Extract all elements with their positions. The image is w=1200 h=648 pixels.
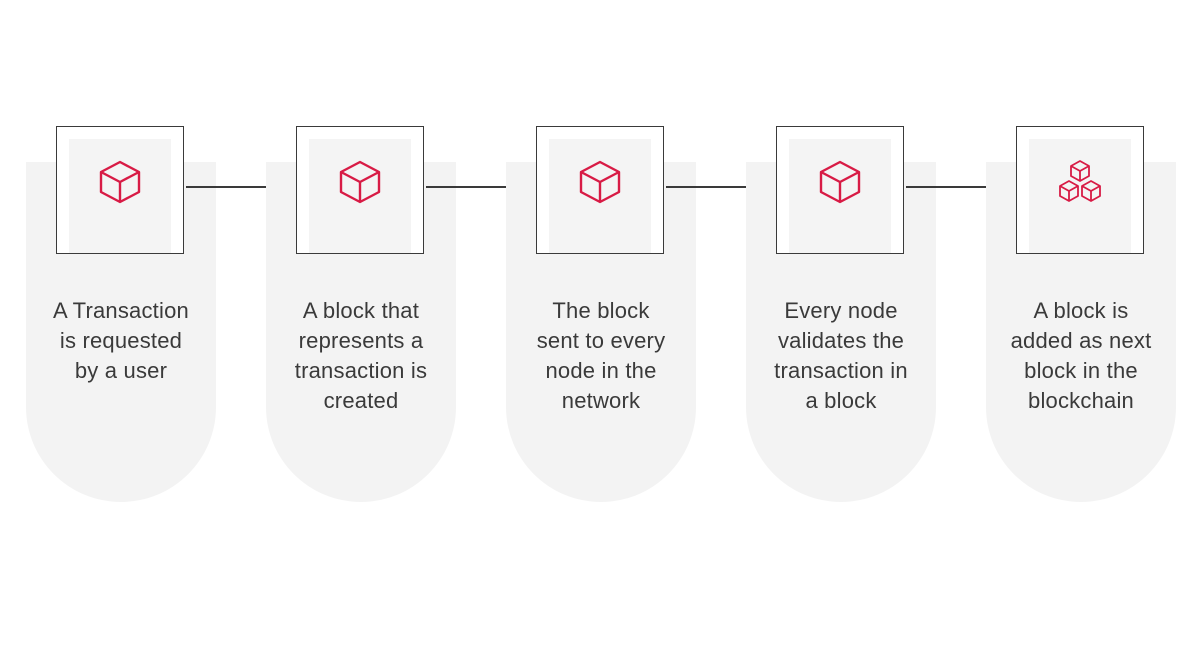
step-icon-box: [296, 126, 424, 254]
cube-icon: [339, 160, 381, 204]
step-icon-box: [536, 126, 664, 254]
stacked-cubes-icon: [1059, 160, 1101, 202]
cube-icon: [99, 160, 141, 204]
cube-icon: [579, 160, 621, 204]
step-icon-box: [776, 126, 904, 254]
cube-icon: [819, 160, 861, 204]
step-icon-box: [1016, 126, 1144, 254]
step-icon-box: [56, 126, 184, 254]
